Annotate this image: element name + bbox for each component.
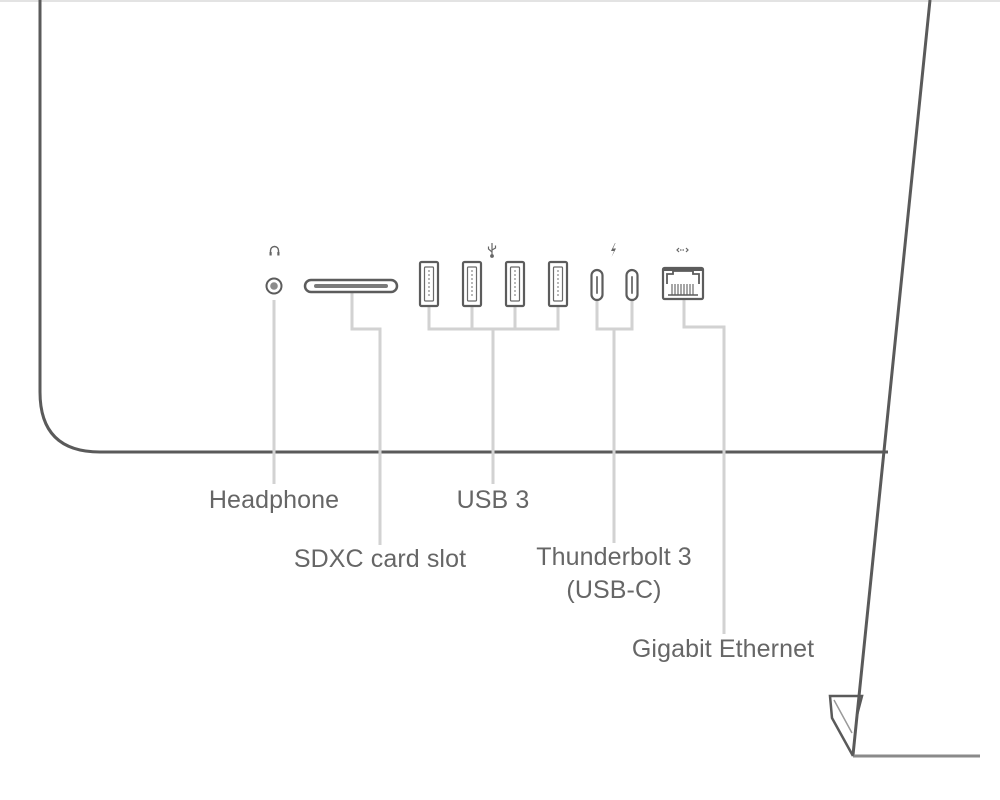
leader-usb-bracket <box>427 306 560 331</box>
usb-icon <box>487 243 497 258</box>
label-thunderbolt-line2: (USB-C) <box>566 576 662 604</box>
usb-a-ports <box>418 260 569 308</box>
stand-foot <box>828 694 864 757</box>
usb-a-port <box>418 260 440 308</box>
device-body-outline <box>38 0 888 454</box>
sdxc-slot <box>303 278 399 294</box>
headphone-icon <box>269 245 280 256</box>
usb-a-port <box>504 260 526 308</box>
leader-thunderbolt-bracket <box>595 300 634 331</box>
leader-lines <box>272 292 726 634</box>
thunderbolt-port <box>625 268 639 302</box>
label-sdxc-card-slot: SDXC card slot <box>293 545 467 573</box>
usb-a-port <box>461 260 483 308</box>
thunderbolt-ports <box>590 268 639 302</box>
usb-a-port <box>547 260 569 308</box>
ethernet-port <box>661 266 705 301</box>
label-thunderbolt: Thunderbolt 3 (USB-C) <box>536 541 692 607</box>
thunderbolt-icon <box>611 243 616 257</box>
ethernet-arrows-icon <box>676 247 689 253</box>
leader-sdxc <box>350 292 382 545</box>
thunderbolt-port <box>590 268 604 302</box>
headphone-jack <box>265 277 283 295</box>
label-thunderbolt-line1: Thunderbolt 3 <box>536 543 692 571</box>
leader-ethernet <box>682 300 726 634</box>
label-headphone: Headphone <box>208 486 340 514</box>
stand-foot-inner <box>833 699 853 734</box>
label-gigabit-ethernet: Gigabit Ethernet <box>631 635 815 663</box>
stand-front-edge <box>851 0 932 756</box>
label-usb3: USB 3 <box>456 486 530 514</box>
